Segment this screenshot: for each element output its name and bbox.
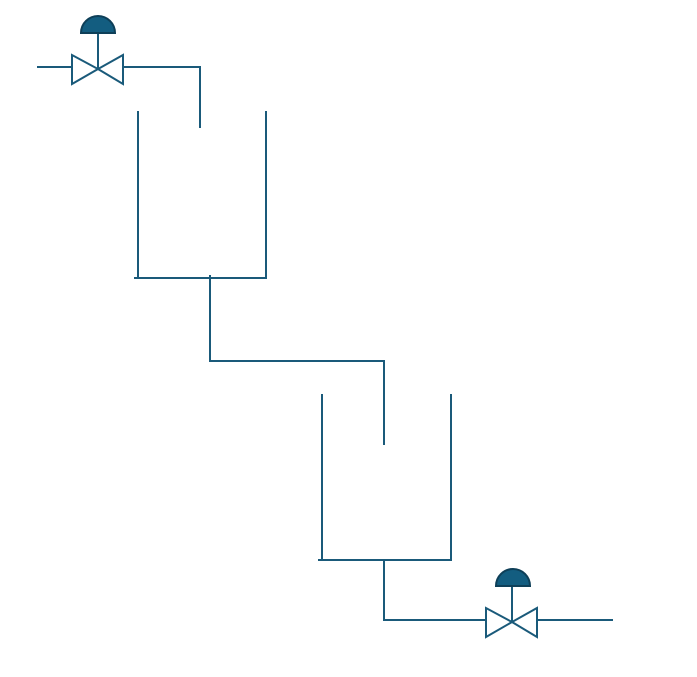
lower-tank [321,394,452,561]
outlet-valve-actuator-icon [494,568,532,587]
inlet-valve-actuator-icon [79,15,117,34]
outlet-valve-body-left [485,606,515,639]
outlet-pipe [383,560,486,621]
outlet-control-valve [383,560,613,639]
transfer-pipe [209,275,385,445]
outlet-valve-body-right [510,606,538,639]
inlet-control-valve [37,15,201,128]
inlet-valve-body-left [71,53,101,86]
inlet-pipe-to-upper-tank [123,66,201,128]
inlet-valve-body-right [96,53,124,86]
upper-tank [137,111,267,279]
